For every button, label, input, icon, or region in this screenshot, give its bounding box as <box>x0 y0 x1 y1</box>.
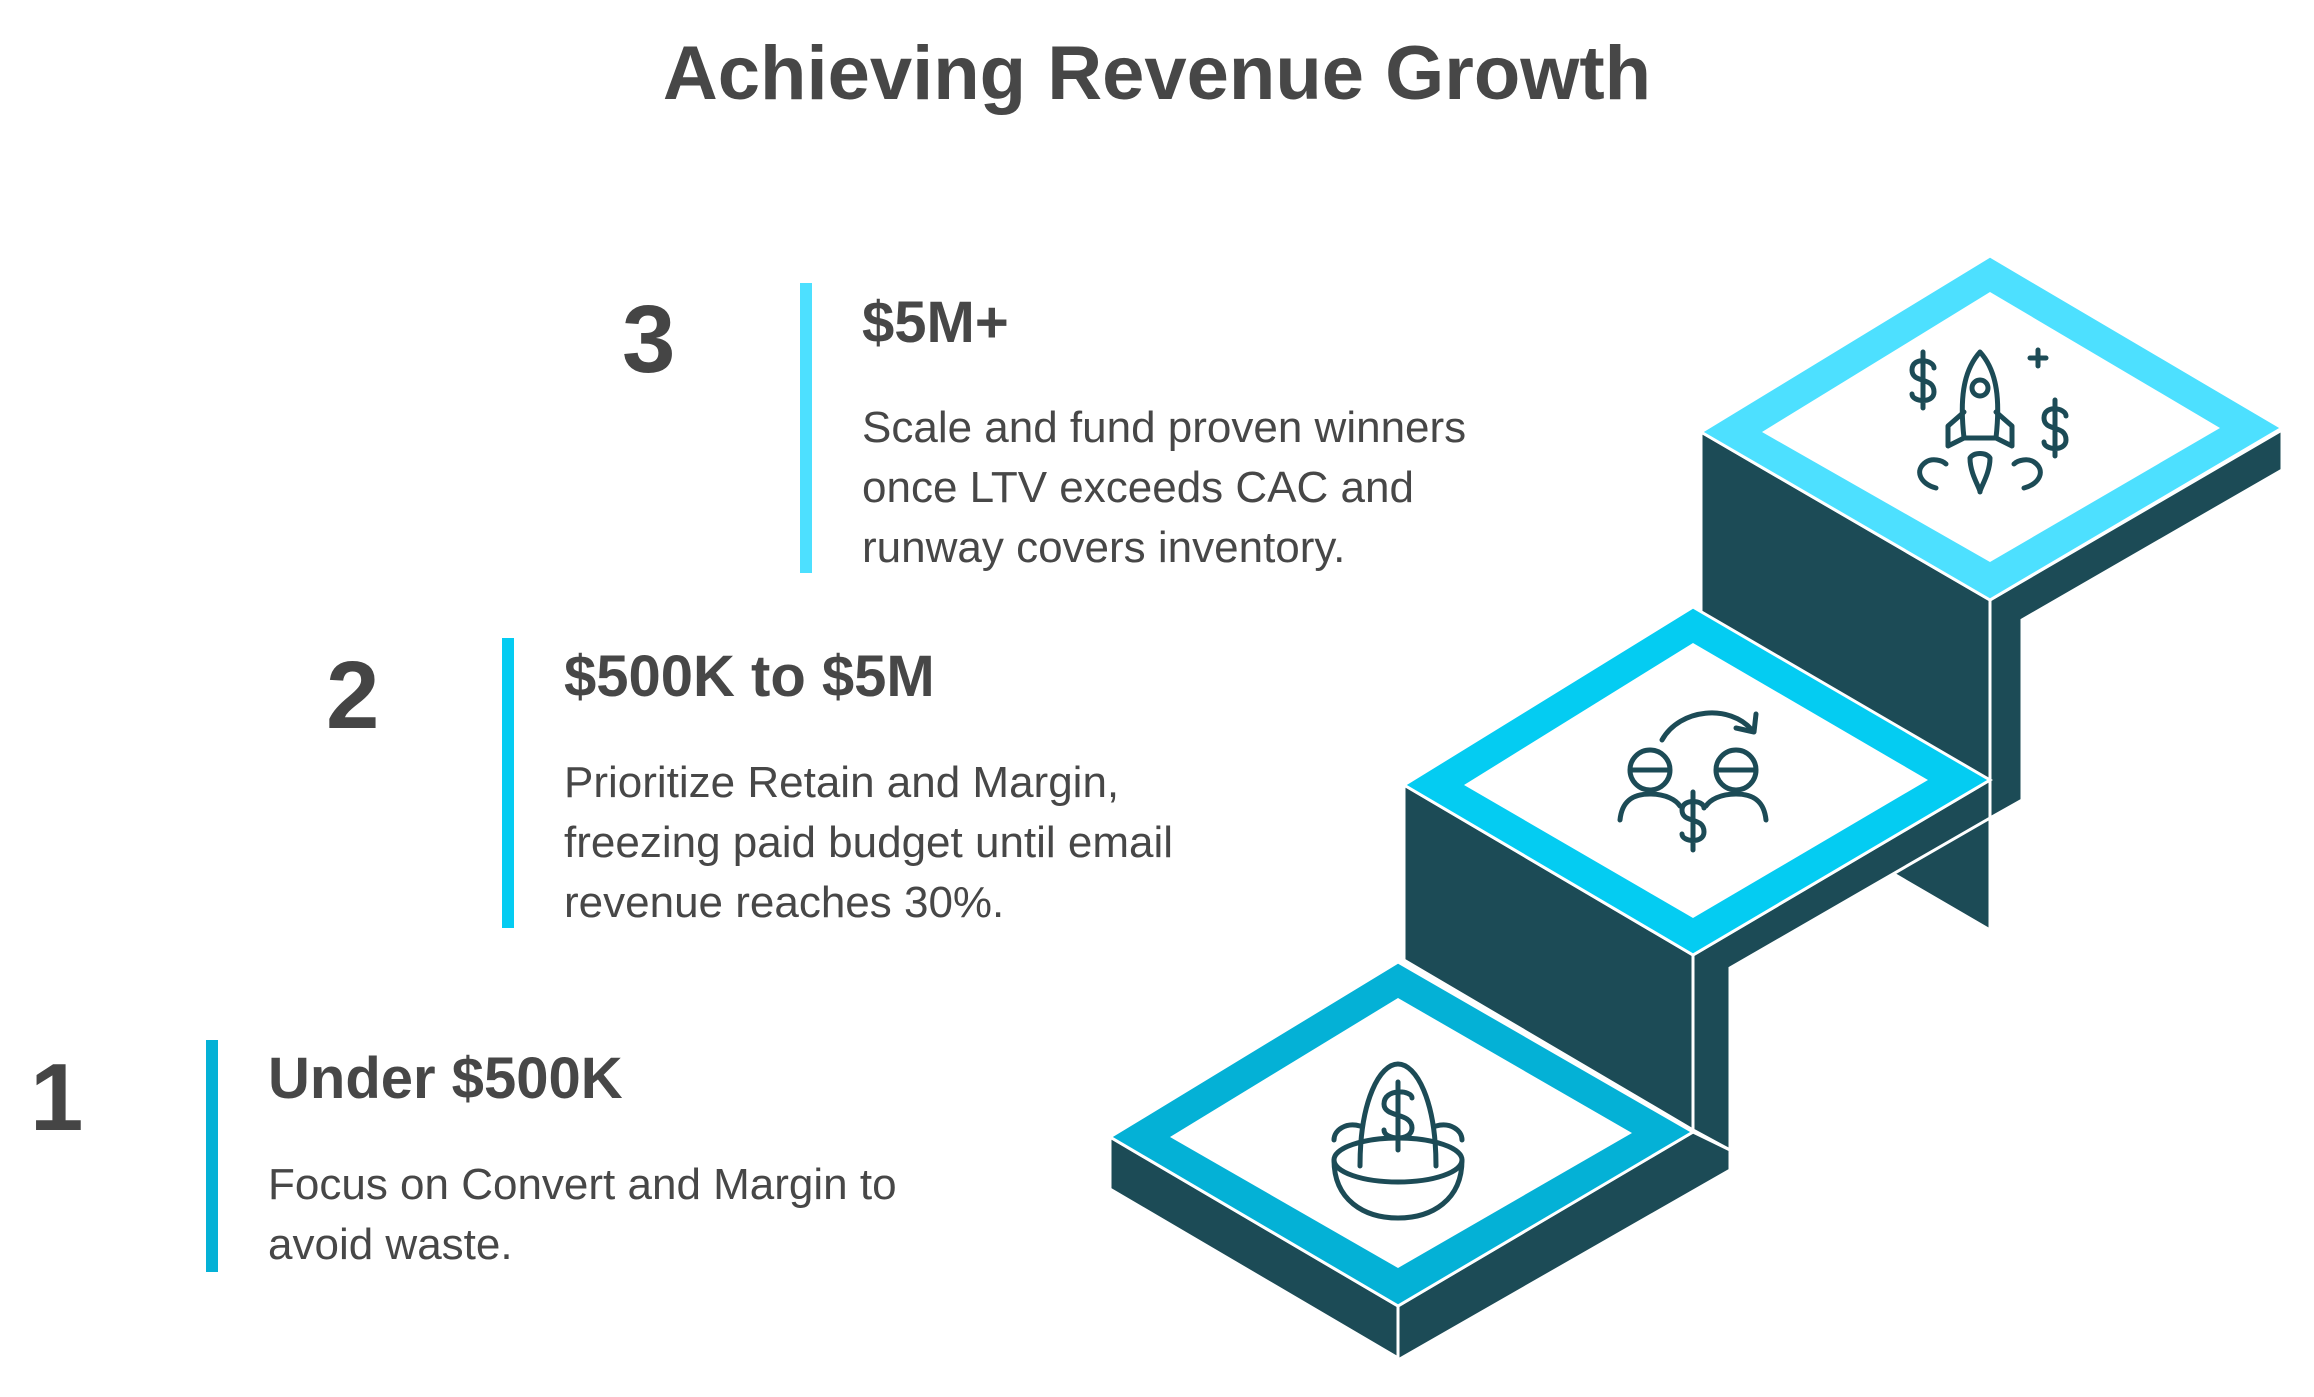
step-3-line-3: runway covers inventory. <box>862 523 1346 572</box>
step-3-accent-bar <box>800 283 812 573</box>
step-2-accent-bar <box>502 638 514 928</box>
stair-step-1 <box>1107 960 1732 1363</box>
step-3-heading: $5M+ <box>862 290 1009 355</box>
step-3-number: 3 <box>622 286 676 393</box>
stair-step-2 <box>1401 605 1993 1153</box>
step-3-line-1: Scale and fund proven winners <box>862 403 1467 452</box>
step-3-description: Scale and fund proven winners once LTV e… <box>862 398 1466 578</box>
step-2-line-2: freezing paid budget until email <box>564 818 1174 867</box>
step-1-line-2: avoid waste. <box>268 1220 513 1269</box>
rocket-money-icon <box>1909 347 2069 495</box>
step-2-number: 2 <box>326 642 380 749</box>
step-1-heading: Under $500K <box>268 1046 623 1111</box>
stair-step-3-top-inner <box>1762 292 2220 562</box>
step-1-number: 1 <box>30 1044 84 1151</box>
stair-step-1-top-inner <box>1170 998 1632 1268</box>
customer-exchange-icon <box>1617 710 1769 853</box>
step-1-accent-bar <box>206 1040 218 1272</box>
step-2-line-3: revenue reaches 30%. <box>564 878 1005 927</box>
step-1-line-1: Focus on Convert and Margin to <box>268 1160 897 1209</box>
step-3-line-2: once LTV exceeds CAC and <box>862 463 1414 512</box>
stair-step-2-top-inner <box>1464 643 1928 918</box>
step-1-description: Focus on Convert and Margin to avoid was… <box>268 1155 897 1275</box>
step-2-heading: $500K to $5M <box>564 644 935 709</box>
page-title: Achieving Revenue Growth <box>662 31 1652 116</box>
step-2-description: Prioritize Retain and Margin, freezing p… <box>564 753 1173 933</box>
step-2-line-1: Prioritize Retain and Margin, <box>564 758 1120 807</box>
money-egg-in-nest-icon <box>1331 1061 1465 1221</box>
